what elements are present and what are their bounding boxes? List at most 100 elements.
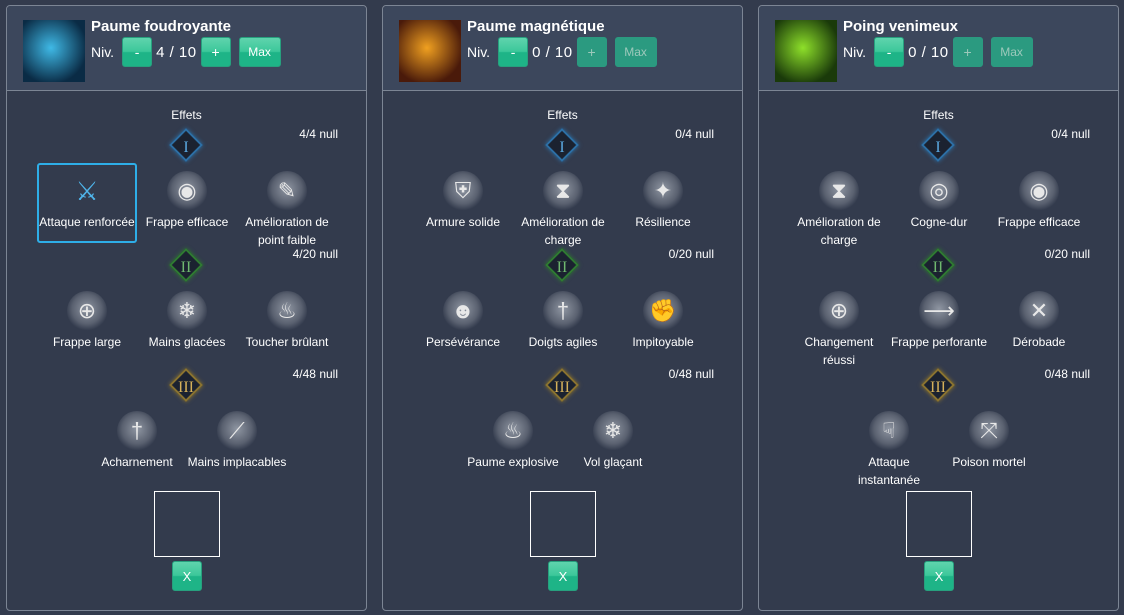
- effects-heading: Effets: [171, 108, 202, 122]
- selected-tripod-slot[interactable]: [530, 491, 596, 557]
- skill-header: Paume foudroyante Niv. - 4 / 10 + Max: [7, 6, 366, 91]
- tier-numeral: I: [559, 138, 565, 156]
- tripod-option[interactable]: ♨ Toucher brûlant: [237, 291, 337, 351]
- tripod-option[interactable]: ⧗Amélioration de charge: [789, 171, 889, 249]
- level-controls: Niv. - 0 / 10 + Max: [843, 37, 1033, 67]
- clear-button[interactable]: X: [172, 561, 202, 591]
- tripod-option[interactable]: ☻ Persévérance: [413, 291, 513, 351]
- level-label: Niv.: [843, 44, 867, 60]
- tier-1-points: 0/4 null: [675, 127, 714, 141]
- tripod-label: Dérobade: [1012, 335, 1066, 349]
- level-value: 4 / 10: [156, 43, 197, 61]
- venom-fist-skill-image: [775, 20, 837, 82]
- tripod-option[interactable]: ☟Attaque instantanée: [839, 411, 939, 489]
- tier-numeral: III: [930, 378, 946, 396]
- selected-tripod-slot[interactable]: [906, 491, 972, 557]
- tier-numeral: II: [556, 258, 568, 276]
- level-decrease-button[interactable]: -: [498, 37, 529, 67]
- tripod-option[interactable]: ✎Amélioration de point faible: [237, 171, 337, 249]
- tripod-option[interactable]: ✊Impitoyable: [613, 291, 713, 351]
- skill-panel: Paume foudroyante Niv. - 4 / 10 + Max Ef…: [6, 5, 367, 611]
- tripod-tree: Effets I 0/4 null ⛨ Armure solide ⧗ Améliorat…: [383, 91, 742, 611]
- tier-3-badge: III: [921, 368, 955, 402]
- tripod-option[interactable]: ⛨ Armure solide: [413, 171, 513, 231]
- level-decrease-button[interactable]: -: [122, 37, 153, 67]
- tripod-option[interactable]: ❄Vol glaçant: [563, 411, 663, 471]
- sword-swirl-icon: †: [117, 411, 157, 451]
- tier-1-badge: I: [545, 128, 579, 162]
- tier-numeral: II: [932, 258, 944, 276]
- tier-numeral: I: [935, 138, 941, 156]
- sword-slash-icon: ⟋: [217, 411, 257, 451]
- level-max-button[interactable]: Max: [614, 37, 657, 67]
- level-increase-button[interactable]: +: [200, 37, 231, 67]
- level-max-button[interactable]: Max: [990, 37, 1033, 67]
- tier-3-points: 0/48 null: [1044, 367, 1090, 381]
- wide-strike-icon: ⊕: [67, 291, 107, 331]
- tripod-option[interactable]: ⊕Changement réussi: [789, 291, 889, 369]
- selected-tripod-slot[interactable]: [154, 491, 220, 557]
- tripod-option[interactable]: ✦Résilience: [613, 171, 713, 231]
- tripod-option[interactable]: ⊕ Frappe large: [37, 291, 137, 351]
- flame-icon: ♨: [267, 291, 307, 331]
- hourglass-down-icon: ⧗: [819, 171, 859, 211]
- effects-heading: Effets: [547, 108, 578, 122]
- tripod-label: Attaque renforcée: [39, 215, 135, 229]
- orb-down-arrow-icon: ◉: [167, 171, 207, 211]
- tripod-option[interactable]: ◉Frappe efficace: [989, 171, 1089, 231]
- level-increase-button[interactable]: +: [952, 37, 983, 67]
- hourglass-down-icon: ⧗: [543, 171, 583, 211]
- tripod-label: Impitoyable: [632, 335, 694, 349]
- skill-header: Paume magnétique Niv. - 0 / 10 + Max: [383, 6, 742, 91]
- tripod-option[interactable]: ⚔ Attaque renforcée: [37, 163, 137, 243]
- tripod-label: Armure solide: [425, 215, 501, 229]
- level-label: Niv.: [467, 44, 491, 60]
- skill-header: Poing venimeux Niv. - 0 / 10 + Max: [759, 6, 1118, 91]
- tier-2-badge: II: [921, 248, 955, 282]
- tripod-option[interactable]: ⤧Poison mortel: [939, 411, 1039, 471]
- tripod-option[interactable]: †Doigts agiles: [513, 291, 613, 351]
- tripod-option[interactable]: ♨Paume explosive: [463, 411, 563, 471]
- tripod-label: Persévérance: [425, 335, 501, 349]
- tripod-option[interactable]: †Acharnement: [87, 411, 187, 471]
- skill-title: Poing venimeux: [843, 18, 959, 35]
- tier-3-points: 4/48 null: [292, 367, 338, 381]
- tripod-option[interactable]: ⧗ Amélioration de charge: [513, 171, 613, 249]
- weak-point-icon: ✎: [267, 171, 307, 211]
- tripod-label: Frappe large: [52, 335, 122, 349]
- tier-numeral: III: [554, 378, 570, 396]
- evade-swirl-icon: ✕: [1019, 291, 1059, 331]
- tripod-label: Mains implacables: [187, 455, 287, 469]
- tier-2-badge: II: [545, 248, 579, 282]
- tripod-label: Doigts agiles: [528, 335, 598, 349]
- tripod-option[interactable]: ⟋ Mains implacables: [187, 411, 287, 471]
- level-decrease-button[interactable]: -: [874, 37, 905, 67]
- person-aura-icon: ☻: [443, 291, 483, 331]
- level-increase-button[interactable]: +: [576, 37, 607, 67]
- tripod-option[interactable]: ◎Cogne-dur: [889, 171, 989, 231]
- level-controls: Niv. - 4 / 10 + Max: [91, 37, 281, 67]
- tripod-option[interactable]: ◉Frappe efficace: [137, 171, 237, 231]
- level-value: 0 / 10: [532, 43, 573, 61]
- piercing-sword-icon: ⟶: [919, 291, 959, 331]
- tripod-option[interactable]: ⟶Frappe perforante: [889, 291, 989, 351]
- level-label: Niv.: [91, 44, 115, 60]
- tripod-option[interactable]: ❄Mains glacées: [137, 291, 237, 351]
- tripod-label: Amélioration de charge: [521, 215, 605, 247]
- orb-plus-icon: ✦: [643, 171, 683, 211]
- shield-plus-icon: ⛨: [443, 171, 483, 211]
- level-max-button[interactable]: Max: [238, 37, 281, 67]
- clear-button[interactable]: X: [924, 561, 954, 591]
- clear-button[interactable]: X: [548, 561, 578, 591]
- tier-2-points: 4/20 null: [292, 247, 338, 261]
- skill-panel: Poing venimeux Niv. - 0 / 10 + Max Effet…: [758, 5, 1119, 611]
- tripod-option[interactable]: ✕ Dérobade: [989, 291, 1089, 351]
- tier-numeral: I: [183, 138, 189, 156]
- skill-title: Paume magnétique: [467, 18, 605, 35]
- tripod-label: Toucher brûlant: [245, 335, 329, 349]
- crossed-swords-icon: ⚔: [75, 175, 99, 206]
- tier-numeral: III: [178, 378, 194, 396]
- tier-numeral: II: [180, 258, 192, 276]
